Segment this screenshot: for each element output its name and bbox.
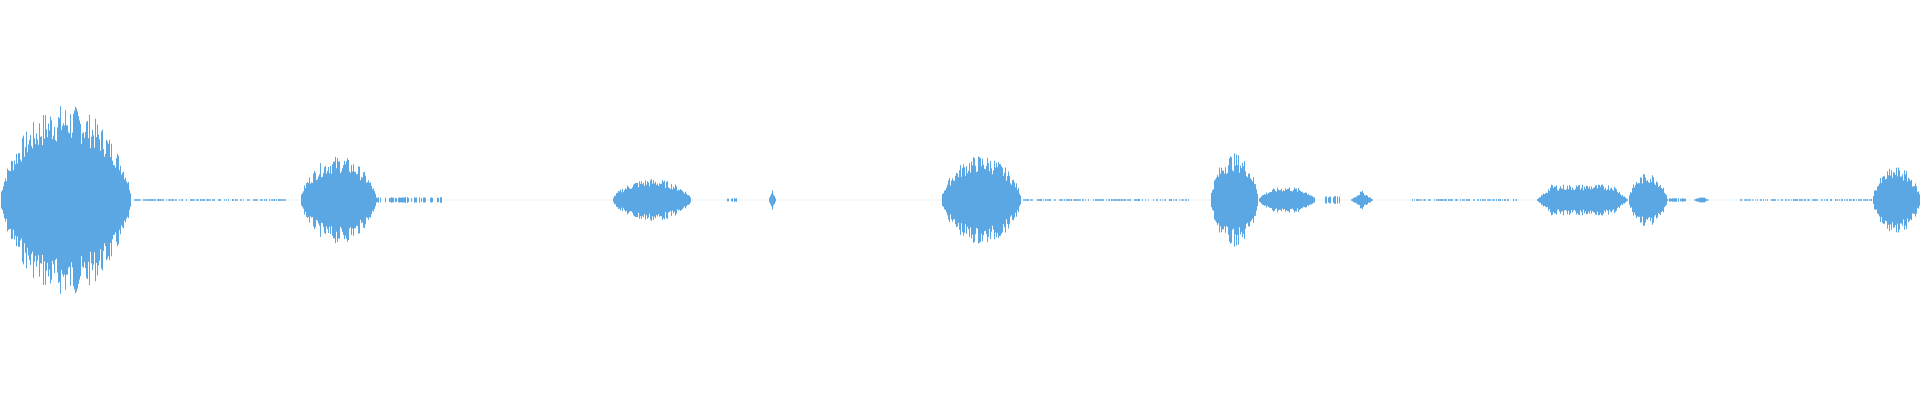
waveform-bars [1,106,1920,294]
